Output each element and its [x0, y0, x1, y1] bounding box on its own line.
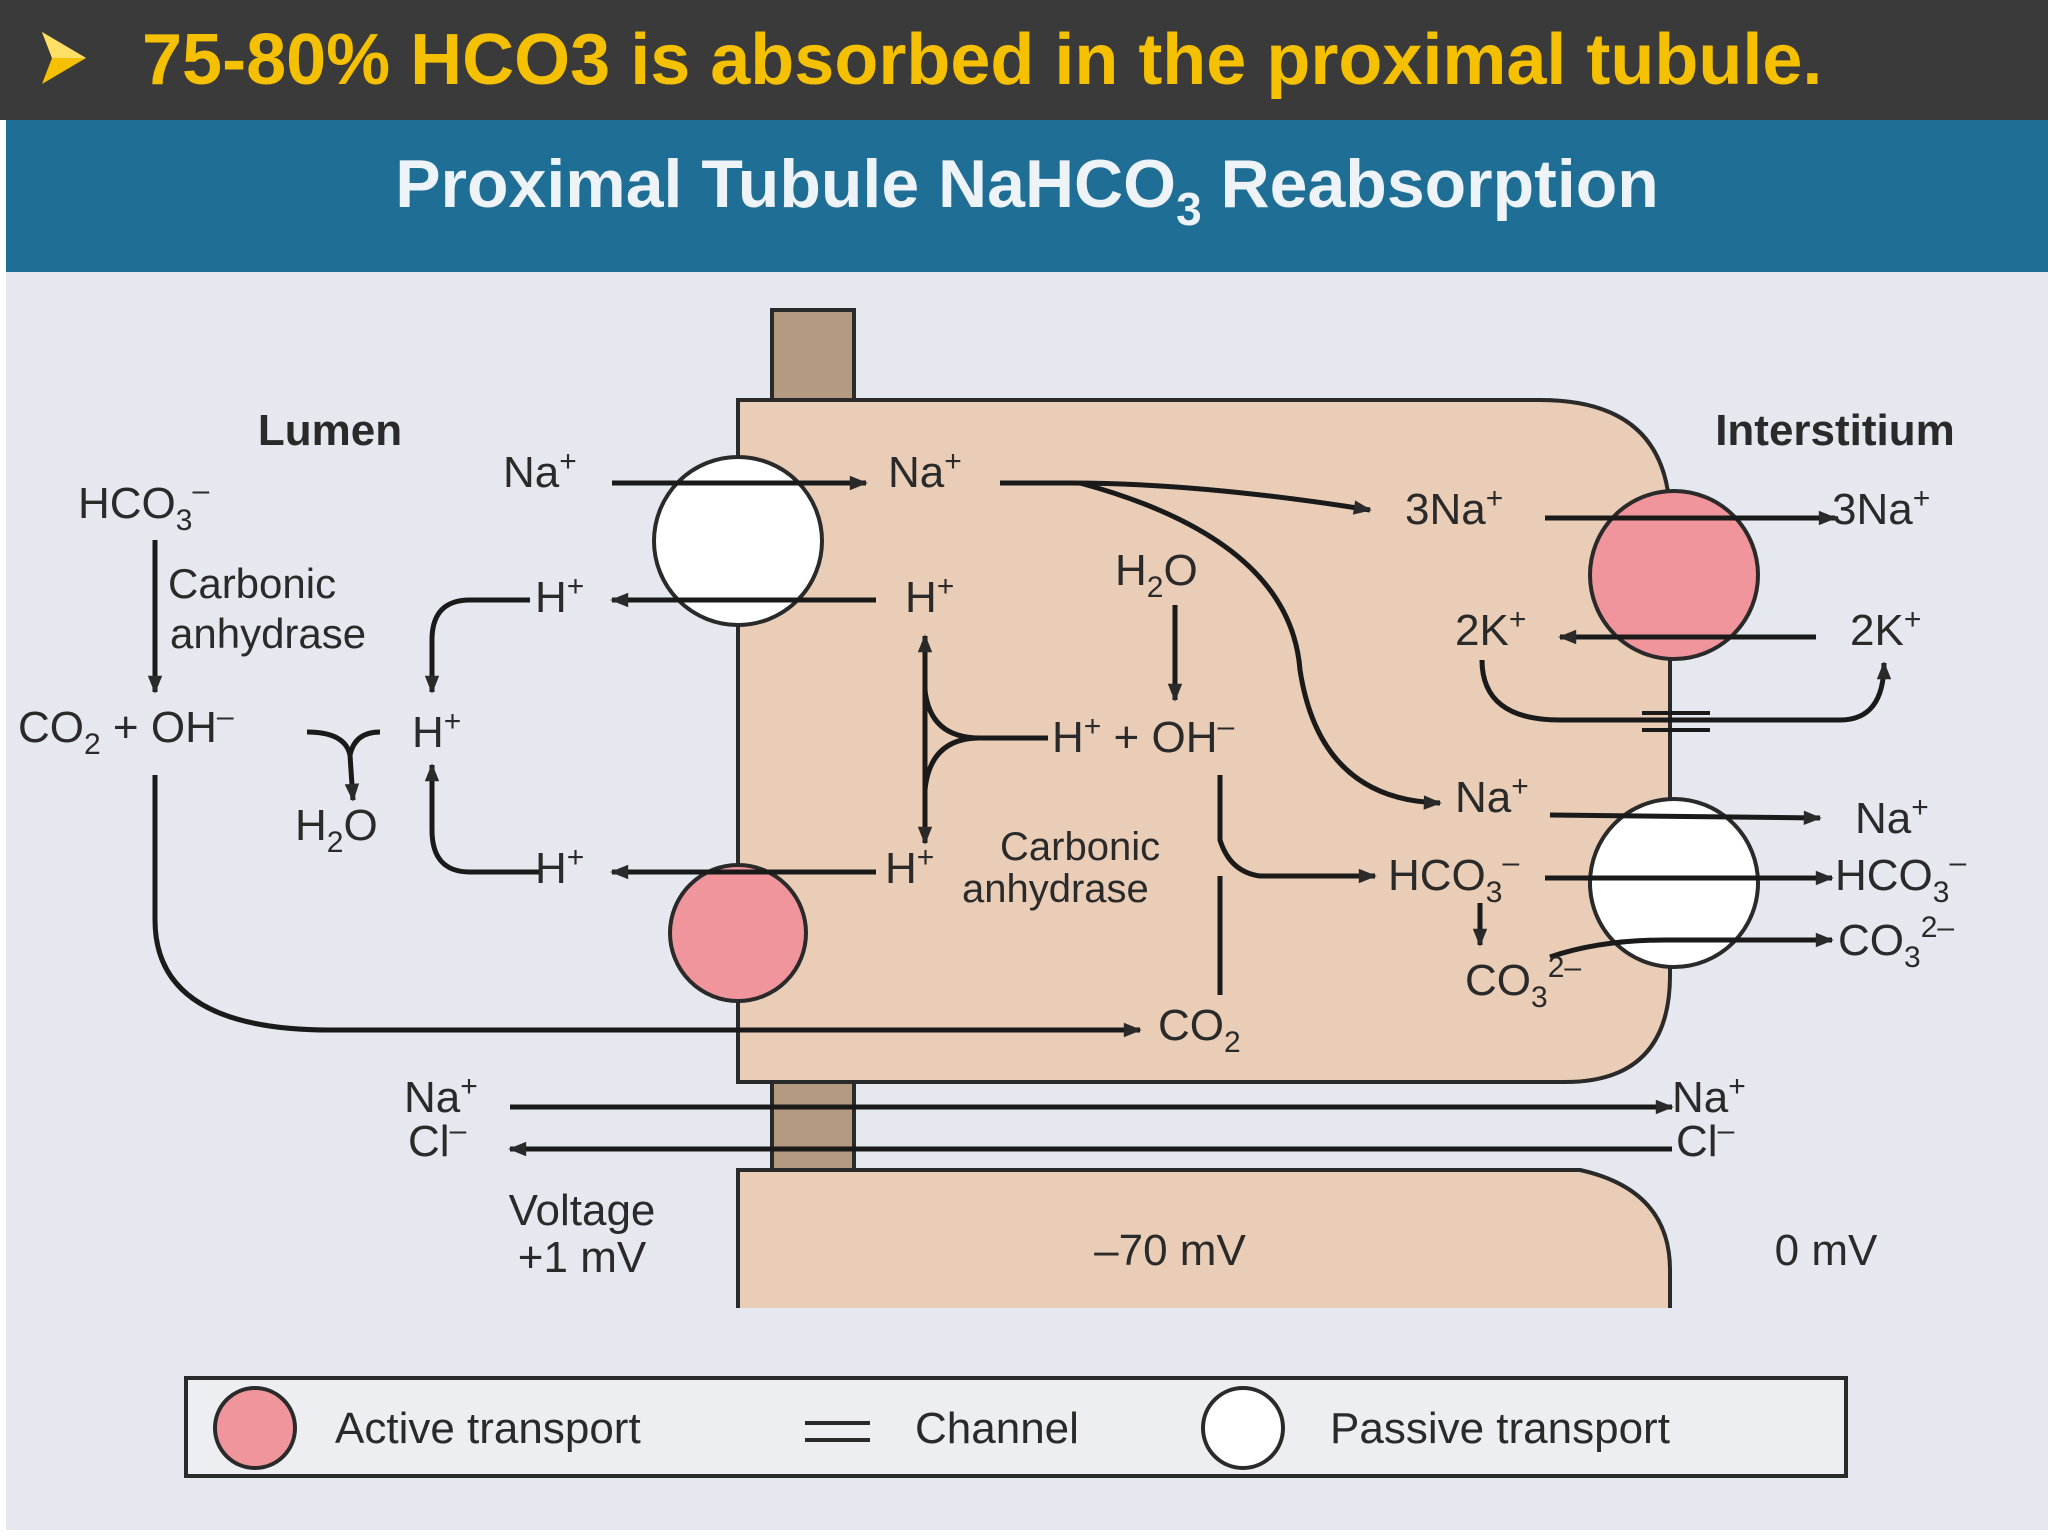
ion-label-na-lumen: Na+ [503, 445, 577, 497]
ion-label-na-cell-lower: Na+ [1455, 770, 1529, 822]
tight-junction-top [770, 308, 856, 402]
figure-title-bar [6, 120, 2048, 272]
ion-labels: Na+ Na+ 3Na+ 3Na+ 2K+ 2K+ HCO3– Carbonic… [18, 445, 1966, 1166]
ion-label-h2o-cell: H2O [1115, 546, 1198, 604]
ion-label-na-interstitium-lower: Na+ [1855, 791, 1929, 843]
reaction-arrows [147, 475, 1892, 1157]
legend-channel-label: Channel [915, 1404, 1079, 1453]
ion-label-h-lumen-upper: H+ [535, 570, 584, 622]
apical-h-atpase [668, 863, 808, 1003]
ion-label-co3-cell: CO32– [1465, 951, 1581, 1014]
voltage-label: Voltage [509, 1186, 656, 1235]
cell-voltage: –70 mV [1094, 1226, 1246, 1275]
legend: Active transport Channel Passive transpo… [184, 1376, 1848, 1478]
passive-transport-swatch [1201, 1386, 1285, 1470]
ion-label-na-paracellular-lumen: Na+ [404, 1070, 478, 1122]
legend-passive-label: Passive transport [1330, 1404, 1670, 1453]
ion-label-cl-paracellular-lumen: Cl– [408, 1114, 467, 1166]
ion-label-na-cell: Na+ [888, 445, 962, 497]
ion-label-h2o-lumen: H2O [295, 801, 378, 859]
ion-label-h-oh-cell: H+ + OH– [1052, 710, 1234, 762]
arrow-bullet-icon [42, 32, 86, 84]
ion-label-3na-cell: 3Na+ [1405, 482, 1503, 534]
ion-label-hco3-lumen: HCO3– [78, 474, 209, 537]
ion-label-h-cell-upper: H+ [905, 570, 954, 622]
lumen-voltage: +1 mV [518, 1233, 647, 1282]
potassium-channel [1642, 711, 1710, 732]
ion-label-hco3-cell: HCO3– [1388, 846, 1519, 909]
interstitium-voltage: 0 mV [1775, 1226, 1878, 1275]
ion-label-cl-paracellular-interstitium: Cl– [1676, 1114, 1735, 1166]
ion-label-co2-cell: CO2 [1158, 1001, 1241, 1059]
legend-box [184, 1376, 1848, 1478]
carbonic-anhydrase-lumen-line1: Carbonic [168, 560, 336, 607]
channel-swatch [805, 1421, 870, 1442]
ion-label-3na-interstitium: 3Na+ [1832, 482, 1930, 534]
ion-label-hco3-interstitium: HCO3– [1835, 846, 1966, 909]
ion-label-h-lumen-mid: H+ [412, 705, 461, 757]
apical-na-h-exchanger [652, 455, 824, 627]
legend-active-label: Active transport [335, 1404, 641, 1453]
carbonic-anhydrase-cell-line2: anhydrase [962, 867, 1149, 911]
carbonic-anhydrase-lumen-line2: anhydrase [170, 610, 366, 657]
ion-label-h-lumen-lower: H+ [535, 841, 584, 893]
slide-header: 75-80% HCO3 is absorbed in the proximal … [0, 0, 2048, 120]
tight-junction-bottom [770, 1080, 856, 1172]
nahco3-reabsorption-diagram: Proximal Tubule NaHCO3 Reabsorption Lume… [6, 120, 2048, 1530]
ion-label-co3-interstitium: CO32– [1838, 911, 1954, 974]
ion-label-na-paracellular-interstitium: Na+ [1672, 1070, 1746, 1122]
ion-label-2k-interstitium: 2K+ [1850, 603, 1921, 655]
ion-label-h-cell-lower: H+ [885, 841, 934, 893]
active-transport-swatch [213, 1386, 297, 1470]
ion-label-2k-cell: 2K+ [1455, 603, 1526, 655]
interstitium-label: Interstitium [1715, 406, 1955, 455]
lumen-label: Lumen [258, 406, 402, 455]
figure-title: Proximal Tubule NaHCO3 Reabsorption [395, 146, 1659, 235]
ion-label-co2-oh-lumen: CO2 + OH– [18, 700, 234, 761]
carbonic-anhydrase-cell-line1: Carbonic [1000, 825, 1160, 869]
basolateral-na-k-atpase [1588, 489, 1760, 661]
slide-heading: 75-80% HCO3 is absorbed in the proximal … [142, 20, 1823, 100]
basolateral-na-hco3-cotransporter [1588, 797, 1760, 969]
tubule-cell-lower [738, 1170, 1670, 1308]
